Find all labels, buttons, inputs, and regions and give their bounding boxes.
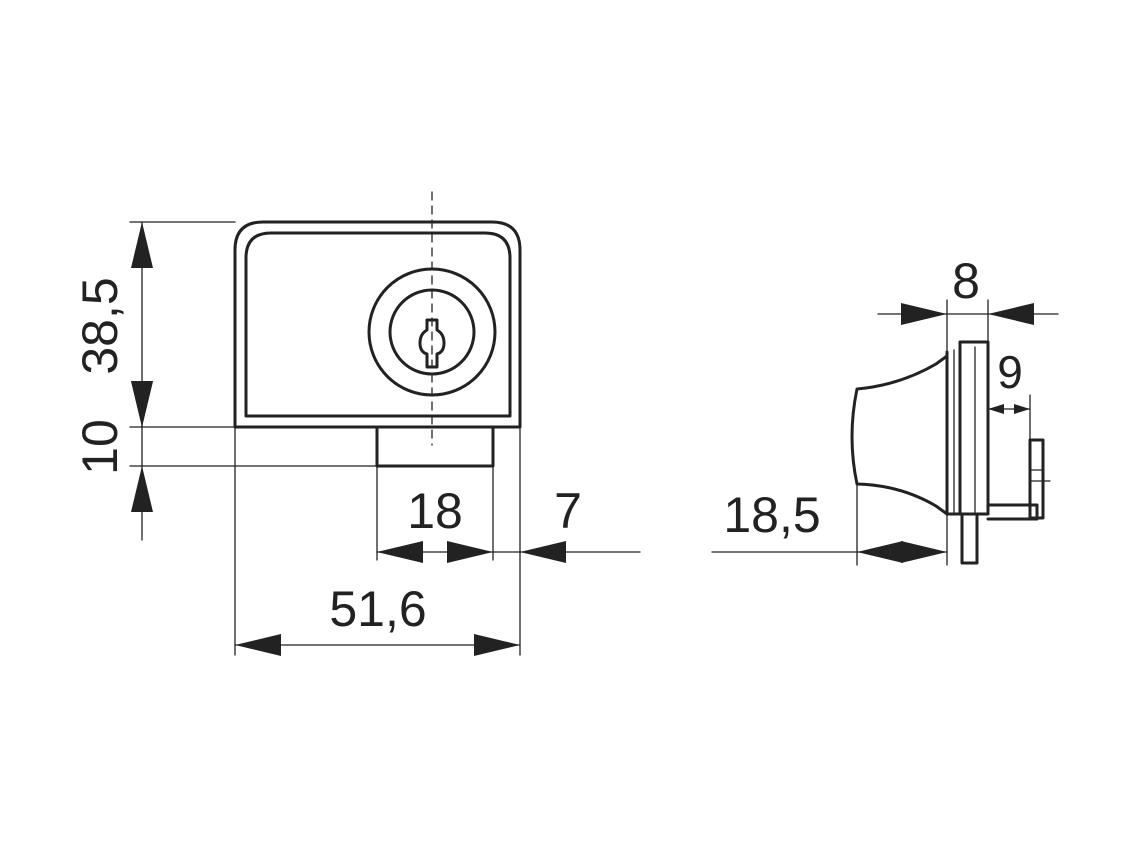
keyhole-icon — [418, 318, 446, 369]
cam-tab — [1028, 438, 1045, 520]
dimension-bolt-width: 18 — [376, 483, 494, 563]
shaft — [960, 512, 979, 565]
dimension-height-bolt: 10 — [72, 381, 153, 541]
dimension-height-body-label: 38,5 — [72, 277, 128, 374]
dimension-bolt-width-label: 18 — [407, 483, 463, 539]
knob — [850, 354, 949, 516]
dimension-knob-depth: 18,5 — [711, 487, 948, 563]
front-view — [233, 191, 522, 468]
side-plate — [945, 340, 990, 516]
dimension-total-width-label: 51,6 — [329, 581, 426, 637]
side-extension-lines — [856, 299, 1031, 566]
dimension-side-gap: 9 — [987, 346, 1031, 414]
front-extension-lines — [129, 221, 521, 656]
dimension-height-bolt-label: 10 — [72, 419, 128, 475]
bolt — [375, 425, 495, 468]
dimension-bolt-offset-label: 7 — [554, 483, 582, 539]
dimension-bolt-offset: 7 — [492, 483, 641, 563]
dimension-total-width: 51,6 — [234, 581, 521, 656]
dimension-knob-depth-label: 18,5 — [723, 487, 820, 543]
dimension-side-plate: 8 — [877, 253, 1059, 325]
cam — [986, 503, 1039, 521]
lock-body-outline — [233, 220, 522, 429]
dimension-side-plate-label: 8 — [952, 253, 980, 309]
dimension-side-gap-label: 9 — [997, 346, 1023, 398]
lock-body-inner-outline — [244, 231, 512, 418]
